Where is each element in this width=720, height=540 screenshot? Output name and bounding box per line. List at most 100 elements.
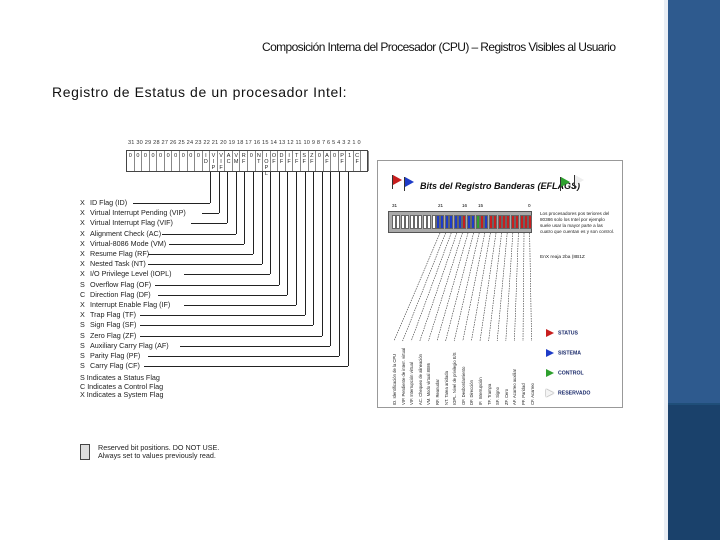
right-leader-line bbox=[402, 233, 446, 342]
register-bit-cell: N T bbox=[256, 151, 264, 171]
right-leader-line bbox=[428, 233, 463, 342]
flag-name: ID Flag (ID) bbox=[90, 198, 128, 207]
leader-line-horizontal bbox=[201, 213, 219, 215]
flag-type: X bbox=[80, 259, 85, 269]
flag-list-item: S Overflow Flag (OF) bbox=[80, 280, 151, 289]
flag-name: Virtual Interrupt Pending (VIP) bbox=[90, 208, 186, 218]
register-bit-cell: 0 bbox=[172, 151, 180, 171]
right-register-bit bbox=[444, 215, 449, 229]
register-bit-cell: 0 bbox=[331, 151, 339, 171]
reserved-swatch bbox=[80, 444, 90, 460]
leader-line-vertical bbox=[296, 172, 297, 305]
right-register-bit bbox=[392, 215, 396, 229]
right-register-bit bbox=[431, 215, 436, 229]
reserved-legend: Reserved bit positions. DO NOT USE. Alwa… bbox=[80, 443, 219, 460]
right-bit-label: 31 bbox=[392, 203, 398, 208]
green-flag-icon bbox=[561, 177, 570, 187]
right-leader-line bbox=[462, 233, 486, 342]
flag-pole bbox=[560, 177, 561, 191]
leader-line-horizontal bbox=[147, 254, 253, 255]
right-vertical-label: AF. Acarreo auxiliar bbox=[512, 368, 518, 405]
register-bit-cell: I O P L bbox=[263, 151, 271, 177]
register-bit-cell: T F bbox=[293, 151, 301, 171]
leader-line-vertical bbox=[210, 172, 211, 203]
right-leader-line bbox=[445, 233, 474, 342]
flag-type: S bbox=[80, 351, 85, 360]
flag-type: X bbox=[80, 208, 85, 218]
register-bit-cell: 0 bbox=[127, 151, 135, 171]
right-bit-label: 15 bbox=[478, 203, 484, 208]
right-leader-line bbox=[436, 233, 469, 342]
leader-line-horizontal bbox=[147, 264, 262, 266]
register-bit-cell: 0 bbox=[195, 151, 203, 171]
register-bit-cell: 0 bbox=[142, 151, 150, 171]
register-bit-cell: I F bbox=[286, 151, 294, 171]
register-bit-cell: 0 bbox=[180, 151, 188, 171]
right-register-bit bbox=[510, 215, 515, 229]
right-register-bit bbox=[502, 215, 506, 229]
right-register-bit bbox=[471, 215, 476, 229]
right-vertical-label: RF. Reanudar bbox=[435, 379, 440, 405]
right-register-bit bbox=[458, 215, 462, 229]
right-leader-lines bbox=[393, 233, 532, 342]
right-register-bit bbox=[515, 215, 520, 229]
legend-label: RESERVADO bbox=[558, 390, 591, 397]
slide-subtitle: Registro de Estatus de un procesador Int… bbox=[52, 84, 348, 100]
right-register-bit bbox=[400, 215, 405, 229]
right-vertical-label: DF. Dirección bbox=[469, 380, 475, 405]
flag-name: Virtual Interrupt Flag (VIF) bbox=[90, 218, 173, 228]
right-register-bit bbox=[396, 215, 401, 229]
leader-line-horizontal bbox=[140, 315, 305, 317]
register-bit-cell: C F bbox=[354, 151, 362, 171]
register-bit-cell: V M bbox=[233, 151, 241, 171]
flag-type: X bbox=[80, 228, 85, 238]
register-bit-cell: P F bbox=[339, 151, 347, 171]
flag-name: I/O Privilege Level (IOPL) bbox=[90, 269, 172, 279]
decorative-sidebar bbox=[668, 0, 720, 540]
leader-line-vertical bbox=[270, 172, 272, 275]
right-legend-item: STATUS bbox=[546, 329, 578, 337]
blue-flag-icon bbox=[405, 177, 414, 187]
sidebar-lower-block bbox=[668, 405, 720, 540]
register-bit-cell: D F bbox=[278, 151, 286, 171]
leader-line-vertical bbox=[304, 172, 306, 316]
register-bit-cell: S F bbox=[301, 151, 309, 171]
right-vertical-label: IOPL. Nivel de privilegio E/S bbox=[452, 352, 458, 405]
right-vertical-label: CF. Acarreo bbox=[529, 383, 535, 405]
register-bit-cell: 0 bbox=[188, 151, 196, 171]
right-register-bit bbox=[427, 215, 432, 229]
right-vertical-label: AC. Chequeo de alineación bbox=[417, 354, 423, 405]
register-bit-cell: I D bbox=[203, 151, 211, 171]
right-leader-line bbox=[453, 233, 480, 342]
right-vertical-label: TF. Trampa bbox=[486, 383, 492, 405]
right-leader-line bbox=[393, 233, 441, 342]
leader-line-vertical bbox=[347, 172, 349, 367]
side-edge bbox=[664, 0, 668, 540]
right-register-bit bbox=[440, 215, 445, 229]
right-bit-label: 21 bbox=[438, 203, 444, 208]
leader-line-horizontal bbox=[158, 294, 288, 296]
flag-name: Overflow Flag (OF) bbox=[90, 279, 152, 289]
flag-type: S bbox=[80, 279, 85, 289]
reserved-text: Reserved bit positions. DO NOT USE. Alwa… bbox=[98, 443, 219, 460]
right-leader-line bbox=[471, 233, 491, 342]
right-vertical-label: OF. Desbordamiento bbox=[460, 366, 466, 405]
right-vertical-label: ID. Identificación de la CPU bbox=[392, 353, 397, 405]
right-register-bit bbox=[488, 215, 493, 229]
right-figure-title: Bits del Registro Banderas (EFLAGS) bbox=[420, 181, 581, 191]
right-vertical-label: VM. Modo virtual 8086 bbox=[426, 363, 432, 405]
right-leader-line bbox=[514, 233, 519, 342]
sidebar-upper-block bbox=[668, 0, 720, 403]
right-register-bit bbox=[524, 215, 528, 229]
register-bit-cell: V I P bbox=[210, 151, 218, 171]
flag-type: X bbox=[80, 218, 85, 228]
right-register-bit bbox=[414, 215, 418, 229]
flag-type: X bbox=[80, 300, 85, 309]
